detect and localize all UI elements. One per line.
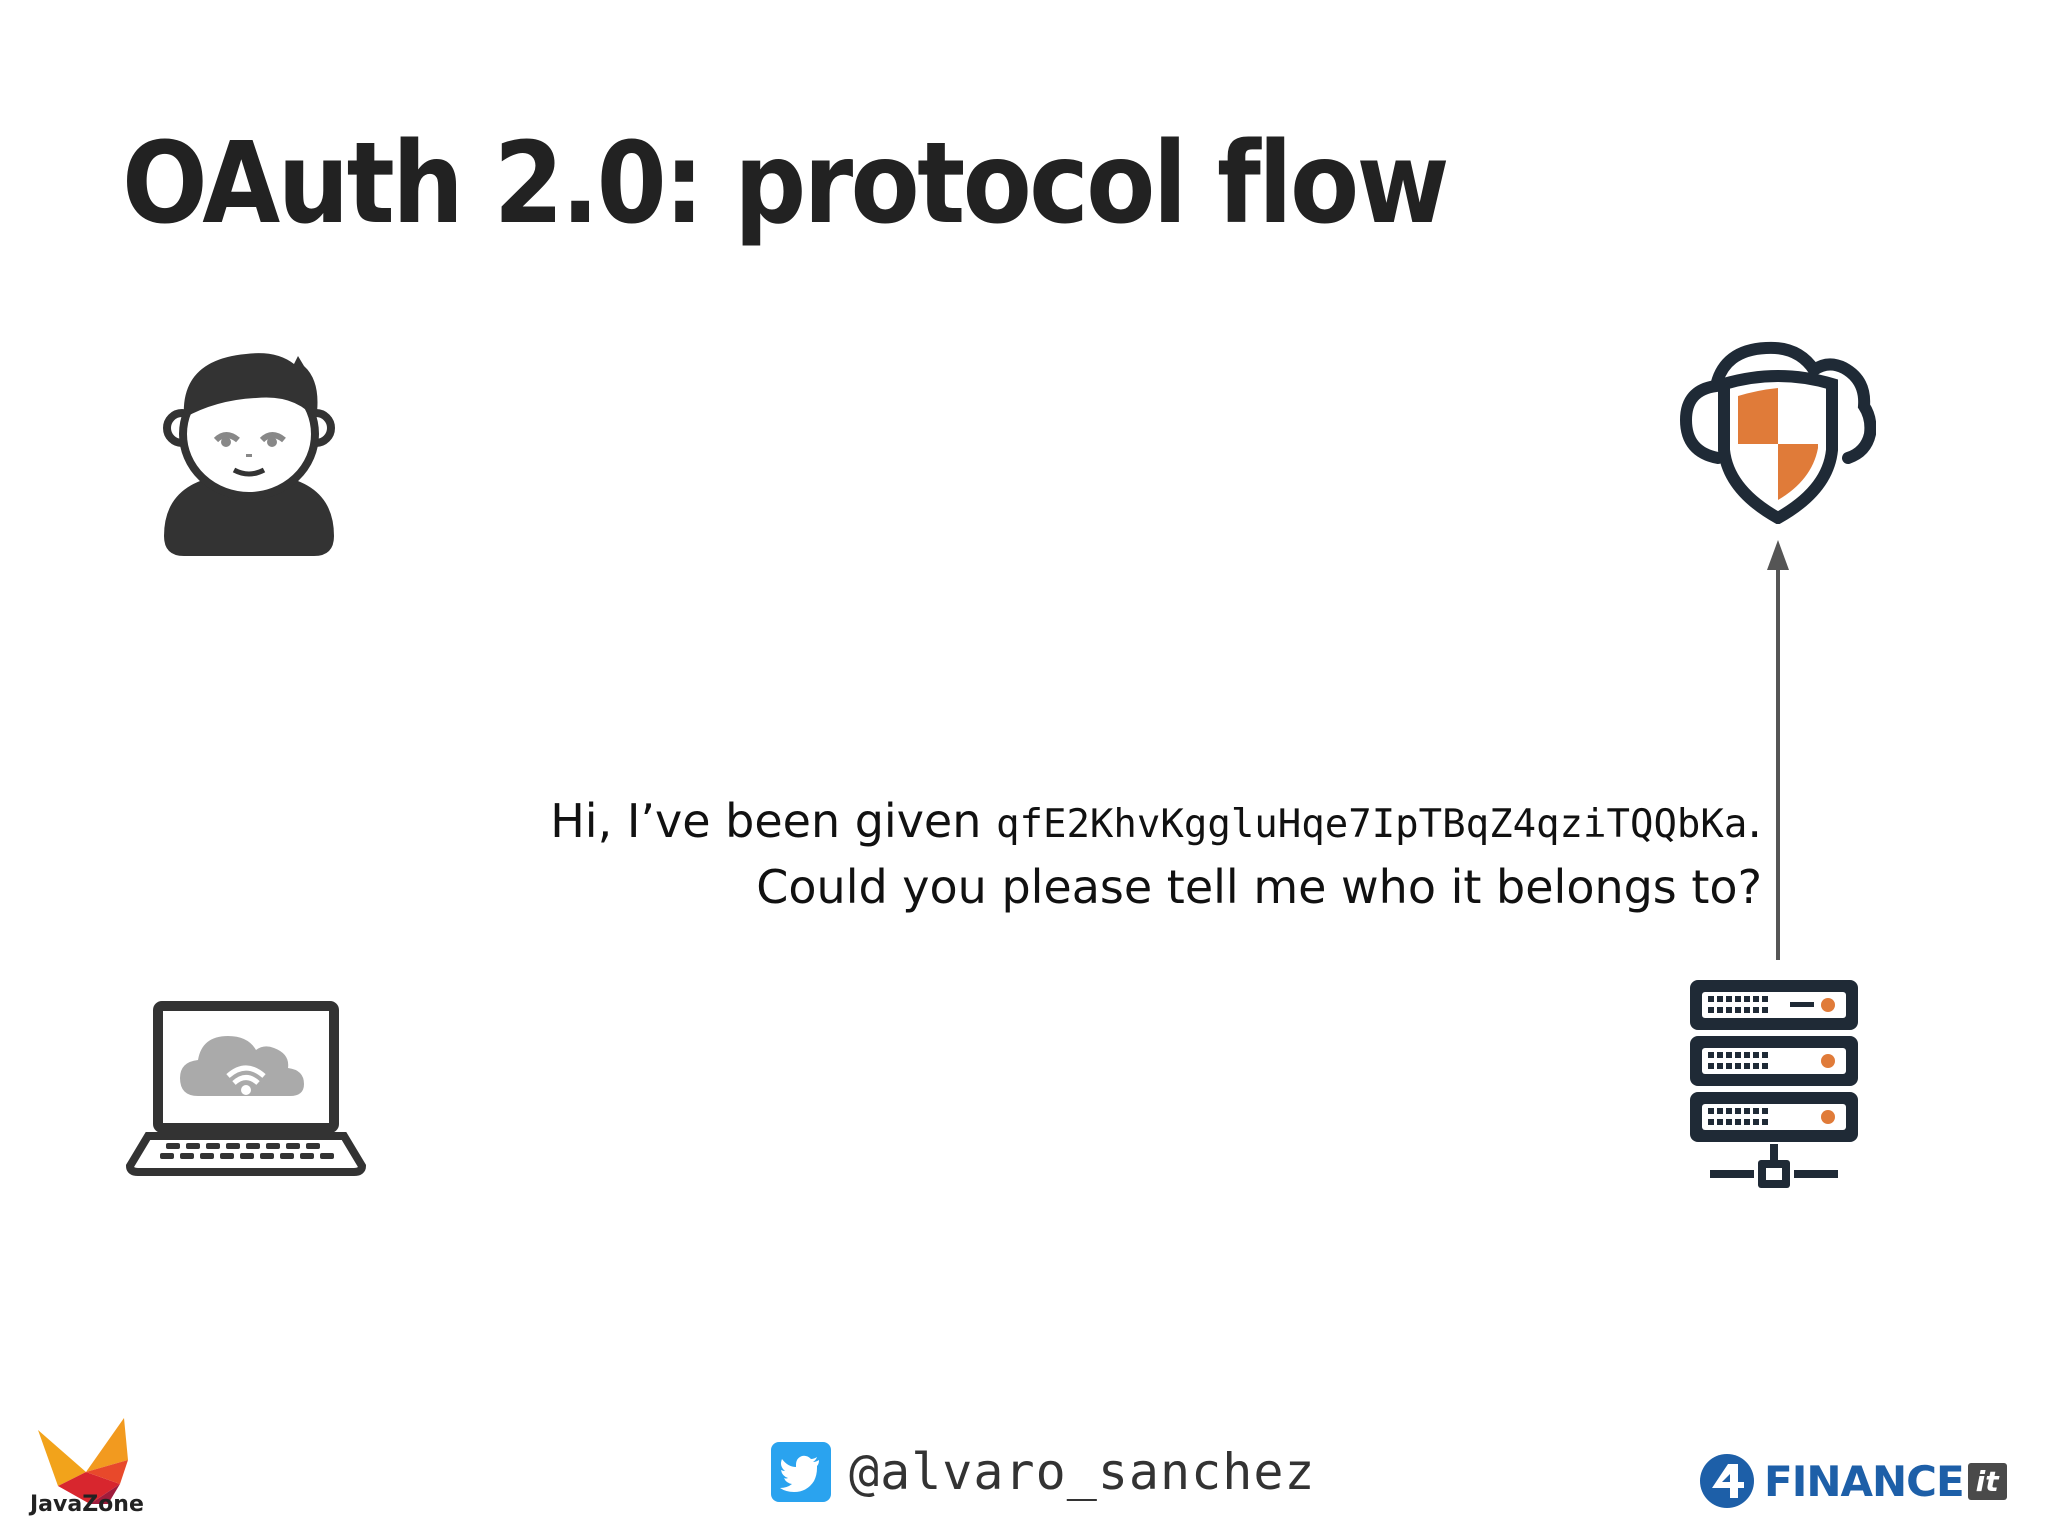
- 4finance-name: FINANCE: [1764, 1456, 1965, 1506]
- twitter-handle[interactable]: @alvaro_sanchez: [771, 1440, 1316, 1504]
- access-token: qfE2KhvKggluHqe7IpTBqZ4qziTQQbKa: [996, 802, 1748, 847]
- server-rack-icon: [1686, 976, 1862, 1196]
- javazone-logo: [28, 1412, 146, 1522]
- token-introspection-message: Hi, I’ve been given qfE2KhvKggluHqe7IpTB…: [550, 790, 1762, 918]
- twitter-handle-text: @alvaro_sanchez: [849, 1443, 1316, 1501]
- javazone-label: JavaZone: [30, 1492, 144, 1517]
- 4finance-logo: FINANCE it: [1698, 1452, 2007, 1510]
- 4finance-it-badge: it: [1967, 1462, 2007, 1500]
- slide-title: OAuth 2.0: protocol flow: [122, 119, 1450, 249]
- message-line-2: Could you please tell me who it belongs …: [756, 860, 1762, 914]
- user-icon: [146, 336, 352, 562]
- laptop-icon: [126, 988, 366, 1178]
- message-line-1: Hi, I’ve been given qfE2KhvKggluHqe7IpTB…: [550, 794, 1762, 848]
- twitter-icon: [771, 1442, 831, 1502]
- request-arrow: [1766, 540, 1790, 960]
- 4finance-mark-icon: [1698, 1452, 1756, 1510]
- cloud-shield-icon: [1680, 340, 1876, 524]
